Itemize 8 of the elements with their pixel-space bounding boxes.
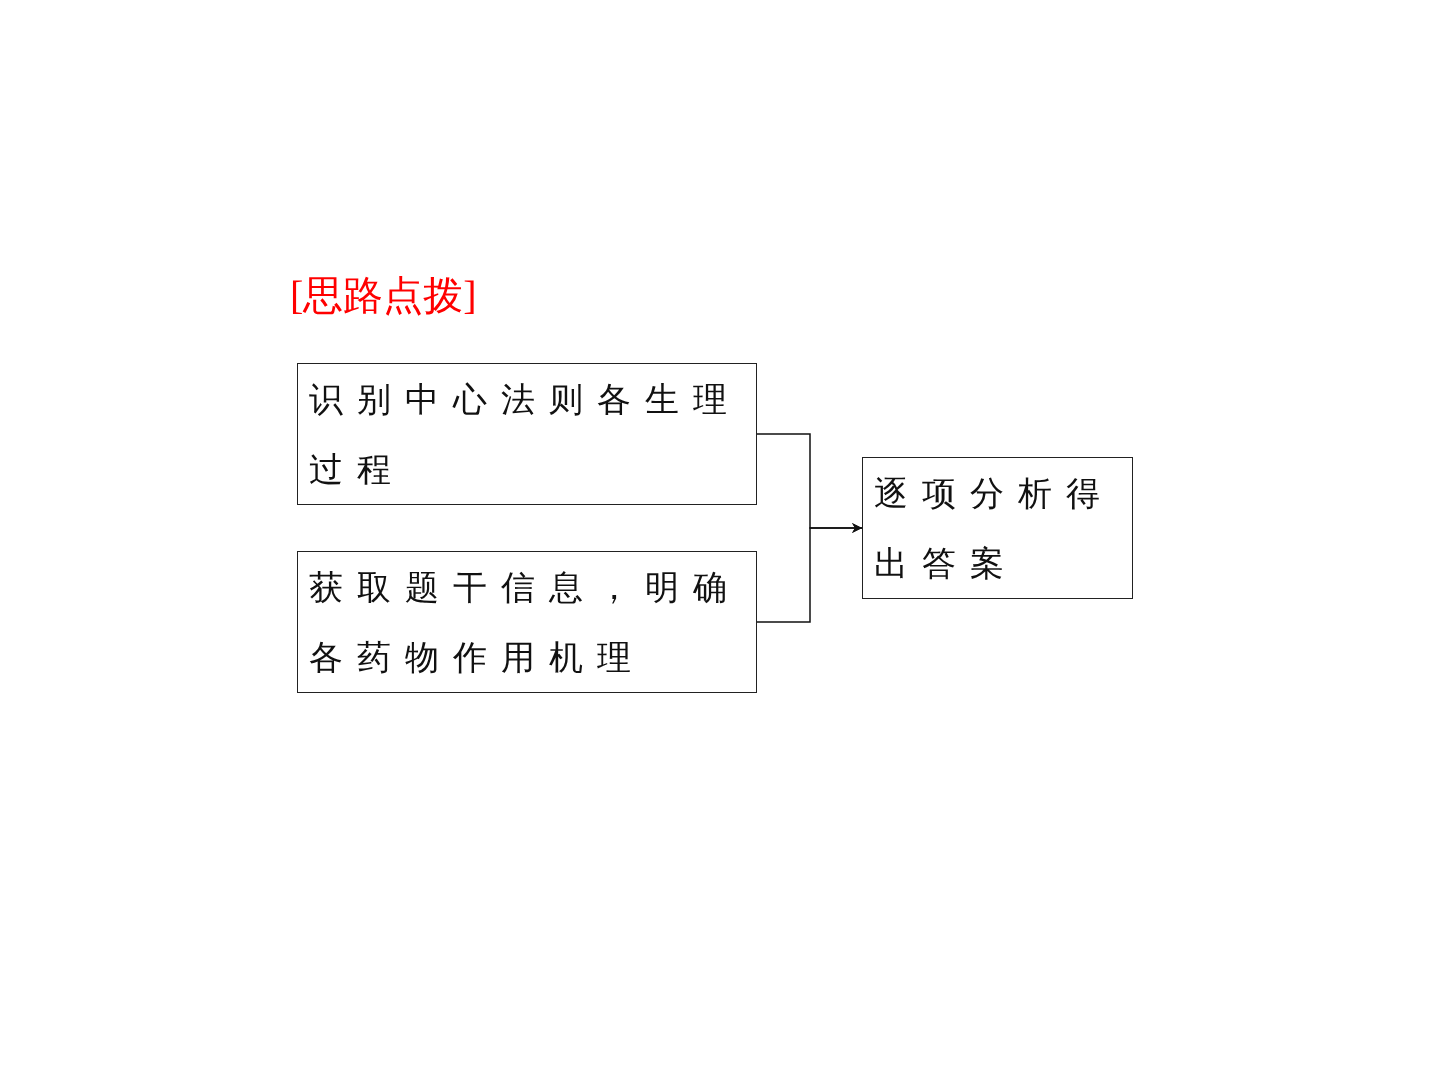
box-text: 逐项分析得出答案 <box>874 472 1115 585</box>
connector-arrow <box>756 523 863 623</box>
title: [思路点拨] <box>290 272 477 320</box>
box-text: 获取题干信息，明确各药物作用机理 <box>309 566 742 679</box>
box-text: 识别中心法则各生理过程 <box>309 378 742 491</box>
process-box <box>862 457 1133 599</box>
process-box <box>297 551 757 693</box>
process-box <box>297 363 757 505</box>
